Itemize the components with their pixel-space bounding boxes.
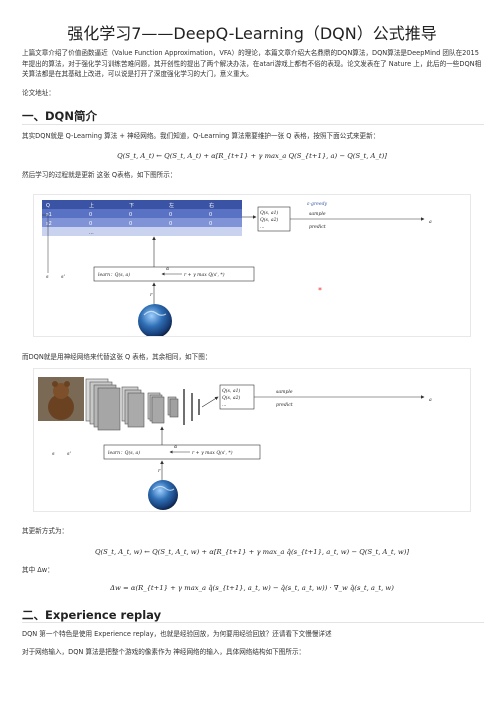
conv-layer-stack	[85, 378, 200, 431]
environment-earth-image	[148, 480, 178, 510]
alpha-label: α	[174, 445, 178, 450]
q-value-label: ...	[260, 225, 265, 230]
section-heading-1: 一、DQN简介	[22, 109, 97, 123]
sample-label: sample	[276, 389, 293, 395]
q-table-cell: 0	[129, 212, 132, 218]
q-value-label: ...	[222, 403, 227, 408]
formula-q-learning: Q(S_t, A_t) ← Q(S_t, A_t) + α[R_{t+1} + …	[117, 152, 387, 160]
q-table-header-cell: 下	[129, 203, 134, 209]
q-table-header-cell: 右	[209, 202, 214, 209]
alpha-label: α	[166, 267, 170, 272]
q-table-cell: 0	[129, 221, 132, 227]
q-value-label: Q(s, a1)	[260, 209, 278, 216]
section1-paragraph-2: 然后学习的过程就是更新 这张 Q表格，如下图所示：	[22, 171, 177, 179]
q-table-cell: 0	[169, 212, 172, 218]
section-divider	[22, 124, 484, 125]
action-label: a	[429, 220, 432, 225]
action-label: a	[429, 398, 432, 403]
section-divider	[22, 622, 484, 623]
target-label: r + γ max Q(s', *)	[184, 271, 225, 278]
q-value-label: Q(s, a2)	[222, 394, 240, 401]
next-state-label: s'	[61, 274, 65, 280]
section1-paragraph-1: 其实DQN就是 Q-Learning 算法 + 神经网络。我们知道，Q-Lear…	[22, 132, 380, 140]
section1-paragraph-4: 其更新方式为：	[22, 527, 69, 535]
q-table-cell: 0	[209, 212, 212, 218]
section2-paragraph-2: 对于网络输入，DQN 算法是把整个游戏的像素作为 神经网络的输入，具体网络结构如…	[22, 648, 306, 656]
q-table-cell: 0	[89, 221, 92, 227]
section-heading-2: 二、Experience replay	[22, 608, 162, 622]
q-table-figure: Q 上 下 左 右 s1 0 0 0 0 s2 0 0 0 0 ... Q(s,…	[33, 194, 471, 337]
q-table-cell: ...	[89, 230, 94, 236]
q-table-cell: 0	[209, 221, 212, 227]
egreedy-label: ε-greedy	[307, 201, 328, 207]
target-label: r + γ max Q(s', *)	[192, 449, 233, 456]
predict-label: predict	[276, 402, 293, 408]
section2-paragraph-1: DQN 第一个特色是使用 Experience replay，也就是经验回放，为…	[22, 630, 332, 638]
learn-label: learn：Q(s, a)	[108, 449, 140, 456]
dqn-network-figure: Q(s, a1) Q(s, a2) ... sample predict a s…	[33, 368, 471, 512]
formula-dqn-update: Q(S_t, A_t, w) ← Q(S_t, A_t, w) + α[R_{t…	[94, 548, 410, 556]
reward-label: r	[150, 292, 153, 298]
q-values-box	[219, 384, 255, 410]
q-value-label: Q(s, a2)	[260, 216, 278, 223]
q-values-box	[257, 206, 291, 232]
q-table-cell: s2	[46, 221, 52, 227]
sample-label: sample	[309, 211, 326, 217]
paper-link[interactable]: 论文地址：	[22, 89, 55, 97]
formula-delta-w: Δw = α(R_{t+1} + γ max_a q̂(s_{t+1}, a_t…	[110, 584, 394, 592]
environment-earth-image	[138, 304, 172, 336]
state-label: s	[46, 274, 49, 280]
learn-label: learn：Q(s, a)	[98, 271, 130, 278]
section1-paragraph-5: 其中 Δw：	[22, 566, 54, 574]
q-table-cell: 0	[89, 212, 92, 218]
state-label: s	[52, 451, 55, 457]
q-table-header-cell: 左	[169, 202, 174, 209]
reward-label: r	[158, 468, 161, 474]
q-table-header-cell: Q	[46, 203, 50, 209]
predict-label: predict	[309, 224, 326, 230]
q-table-header-cell: 上	[89, 202, 94, 209]
section1-paragraph-3: 而DQN就是用神经网络来代替这张 Q 表格，其余相同，如下图：	[22, 353, 212, 361]
q-table-diagram: Q 上 下 左 右 s1 0 0 0 0 s2 0 0 0 0 ... Q(s,…	[42, 200, 432, 336]
page-title: 强化学习7——DeepQ-Learning（DQN）公式推导	[67, 24, 437, 43]
red-marker: *	[318, 286, 322, 295]
q-value-label: Q(s, a1)	[222, 387, 240, 394]
q-table-header-bg	[42, 200, 242, 209]
next-state-label: s'	[67, 451, 71, 457]
dqn-network-diagram: Q(s, a1) Q(s, a2) ... sample predict a s…	[38, 377, 432, 510]
intro-paragraph: 上篇文章介绍了价值函数逼近（Value Function Approximati…	[22, 49, 482, 79]
q-table-cell: 0	[169, 221, 172, 227]
q-table-cell: s1	[46, 212, 52, 218]
